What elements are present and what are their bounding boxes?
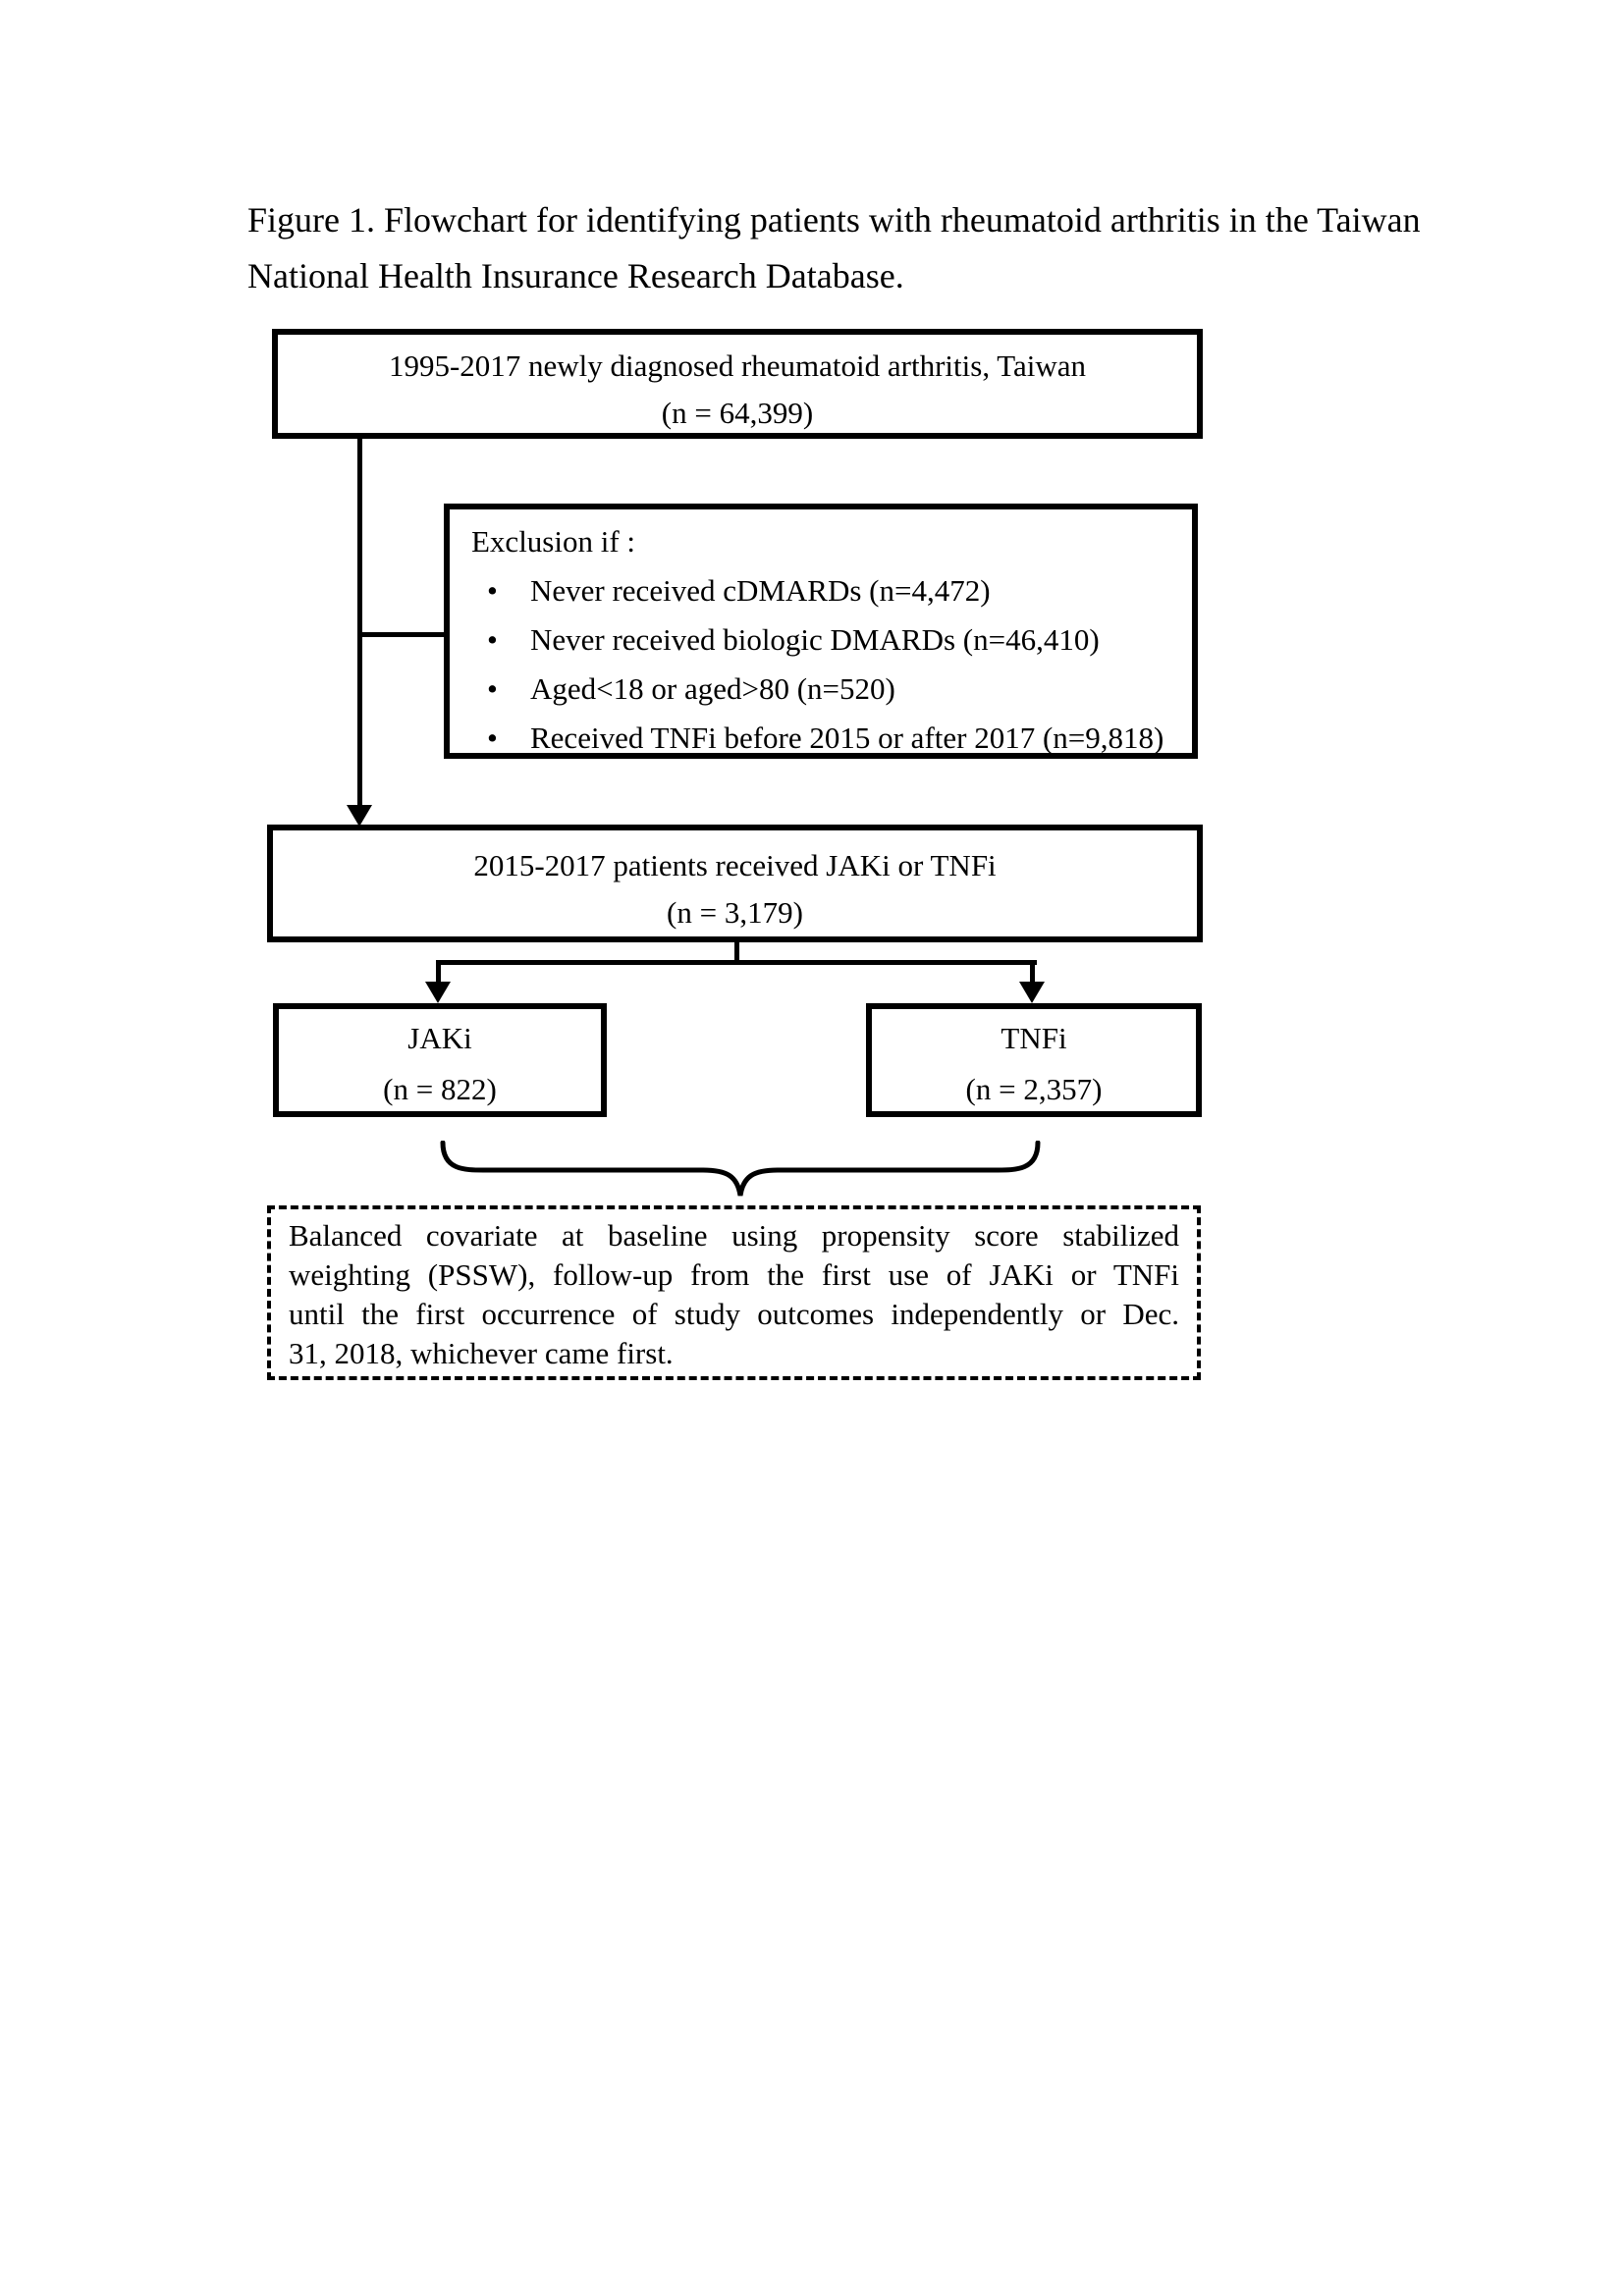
selected-box-line1: 2015-2017 patients received JAKi or TNFi bbox=[473, 848, 997, 882]
exclusion-box: Exclusion if : • Never received cDMARDs … bbox=[444, 504, 1198, 759]
connector-main-vertical bbox=[357, 437, 362, 808]
connector-fork-stub bbox=[734, 942, 739, 964]
bullet-icon: • bbox=[487, 622, 498, 657]
arrowhead-tnfi-icon bbox=[1019, 982, 1045, 1003]
jaki-box: JAKi (n = 822) bbox=[273, 1003, 607, 1117]
exclusion-item: • Aged<18 or aged>80 (n=520) bbox=[471, 665, 1192, 714]
exclusion-item-text: Aged<18 or aged>80 (n=520) bbox=[530, 671, 895, 706]
selected-box-count: (n = 3,179) bbox=[667, 895, 803, 930]
bullet-icon: • bbox=[487, 573, 498, 608]
note-line1: Balanced covariate at baseline using pro… bbox=[289, 1218, 1179, 1253]
note-line2: weighting (PSSW), follow-up from the fir… bbox=[289, 1257, 1179, 1292]
cohort-box-count: (n = 64,399) bbox=[661, 396, 814, 430]
figure-caption-line2: National Health Insurance Research Datab… bbox=[247, 256, 904, 295]
connector-fork-left-arm bbox=[436, 960, 441, 988]
jaki-box-label: JAKi bbox=[407, 1021, 472, 1055]
figure-caption-line1: Figure 1. Flowchart for identifying pati… bbox=[247, 200, 1421, 240]
cohort-box: 1995-2017 newly diagnosed rheumatoid art… bbox=[272, 329, 1203, 439]
jaki-box-count: (n = 822) bbox=[383, 1072, 497, 1106]
connector-fork-right-arm bbox=[1030, 960, 1035, 988]
connector-fork-horizontal bbox=[436, 960, 1037, 965]
bullet-icon: • bbox=[487, 671, 498, 706]
exclusion-item-text: Received TNFi before 2015 or after 2017 … bbox=[530, 721, 1164, 755]
exclusion-item: • Never received biologic DMARDs (n=46,4… bbox=[471, 615, 1192, 665]
curly-brace-icon bbox=[440, 1141, 1041, 1197]
note-box: Balanced covariate at baseline using pro… bbox=[267, 1205, 1201, 1380]
bullet-icon: • bbox=[487, 721, 498, 755]
arrowhead-main-icon bbox=[347, 805, 372, 827]
exclusion-item-text: Never received cDMARDs (n=4,472) bbox=[530, 573, 991, 608]
exclusion-heading: Exclusion if : bbox=[471, 524, 636, 559]
tnfi-box: TNFi (n = 2,357) bbox=[866, 1003, 1202, 1117]
selected-patients-box: 2015-2017 patients received JAKi or TNFi… bbox=[267, 825, 1203, 942]
figure-caption: Figure 1. Flowchart for identifying pati… bbox=[247, 192, 1426, 304]
exclusion-item: • Received TNFi before 2015 or after 201… bbox=[471, 714, 1192, 763]
exclusion-item: • Never received cDMARDs (n=4,472) bbox=[471, 566, 1192, 615]
arrowhead-jaki-icon bbox=[425, 982, 451, 1003]
note-line3: until the first occurrence of study outc… bbox=[289, 1297, 1179, 1331]
tnfi-box-label: TNFi bbox=[1001, 1021, 1067, 1055]
tnfi-box-count: (n = 2,357) bbox=[965, 1072, 1103, 1106]
cohort-box-line1: 1995-2017 newly diagnosed rheumatoid art… bbox=[388, 348, 1087, 383]
connector-exclusion-branch bbox=[357, 632, 444, 637]
exclusion-item-text: Never received biologic DMARDs (n=46,410… bbox=[530, 622, 1100, 657]
note-line4: 31, 2018, whichever came first. bbox=[289, 1336, 674, 1370]
